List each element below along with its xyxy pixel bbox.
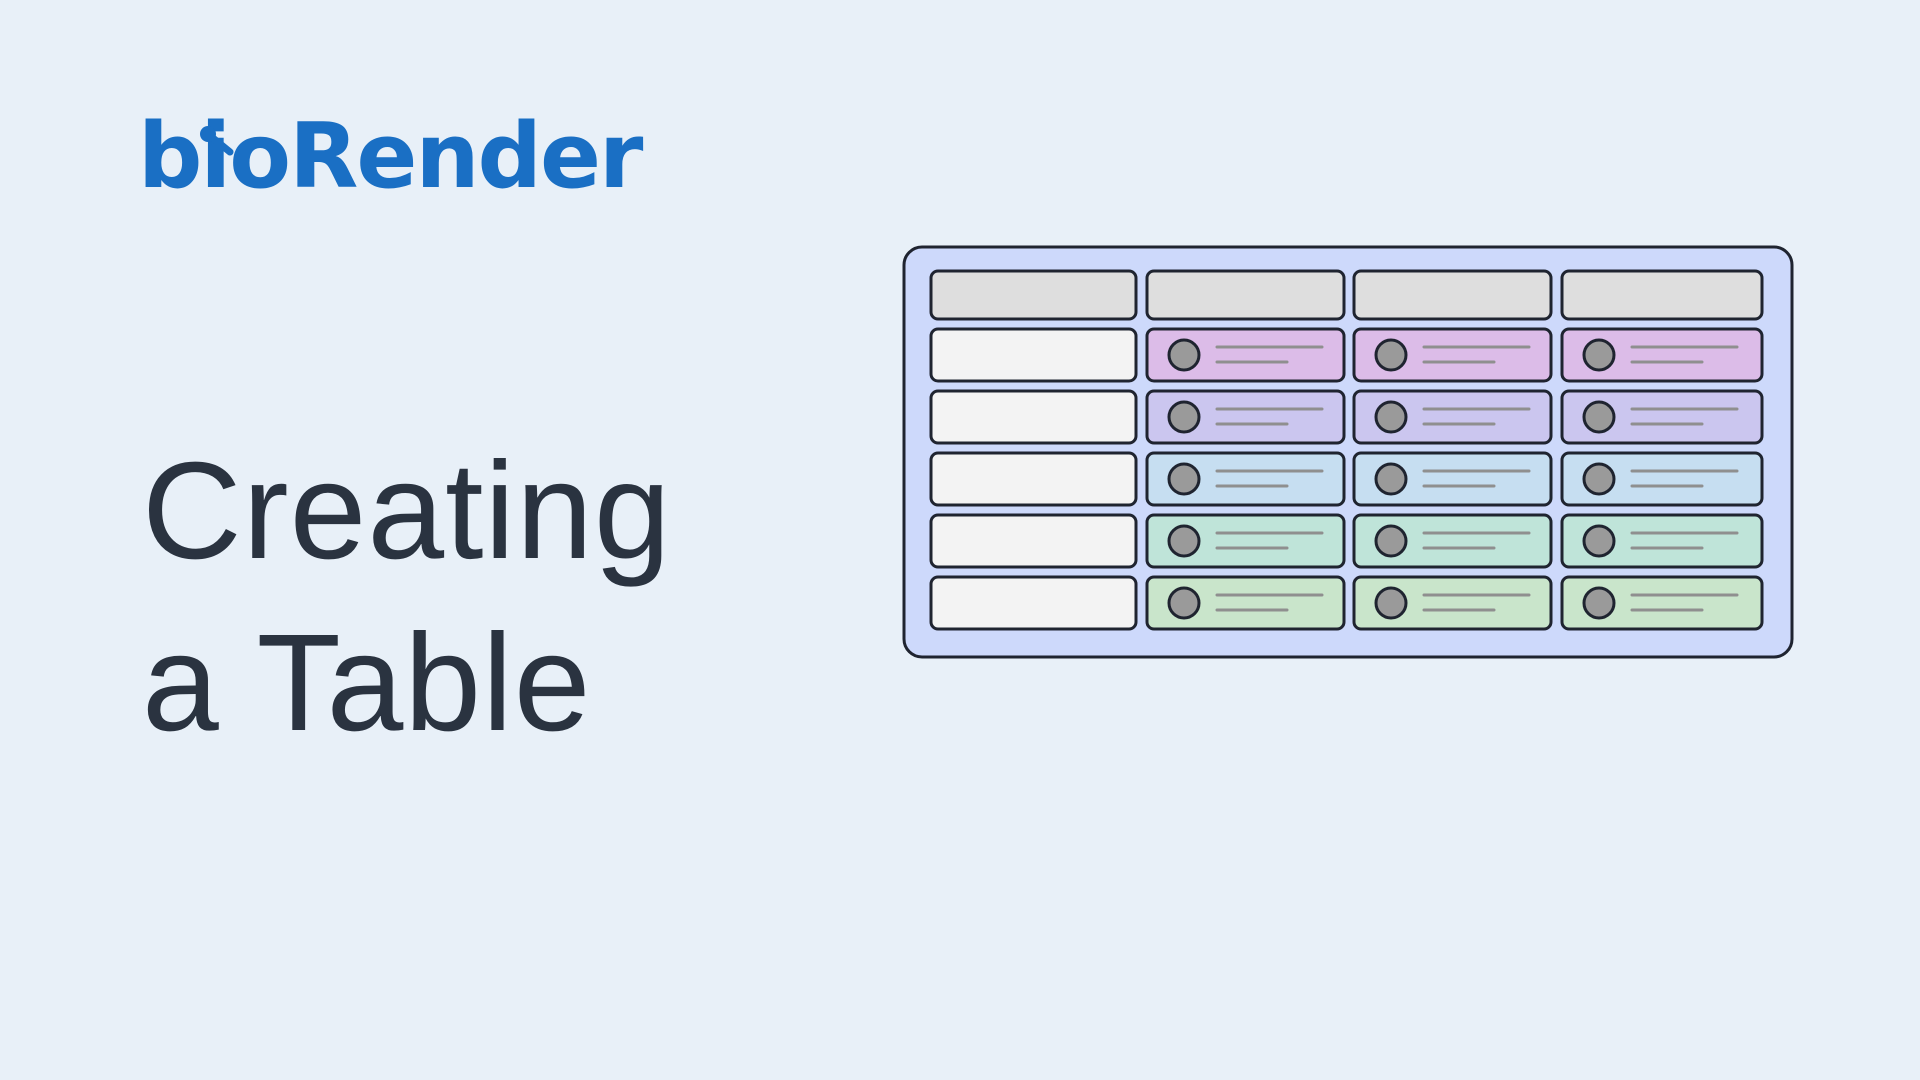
data-cell (1352, 327, 1553, 383)
circle-icon (1374, 462, 1408, 496)
circle-icon (1374, 524, 1408, 558)
table-illustration (902, 245, 1794, 659)
circle-icon (1167, 462, 1201, 496)
title-line-1: Creating (142, 434, 672, 588)
row-label-cell (929, 575, 1138, 631)
data-cell (1352, 575, 1553, 631)
data-cell (1560, 389, 1764, 445)
circle-icon (1582, 462, 1616, 496)
row-label-cell (929, 389, 1138, 445)
header-cell (929, 269, 1138, 321)
header-cell (1145, 269, 1346, 321)
data-cell (1560, 451, 1764, 507)
circle-icon (1167, 524, 1201, 558)
circle-icon (1374, 586, 1408, 620)
row-label-cell (929, 327, 1138, 383)
circle-icon (1582, 400, 1616, 434)
logo-text: bioRender (138, 104, 643, 209)
network-node-icon (200, 126, 234, 156)
row-label-cell (929, 451, 1138, 507)
data-cell (1560, 513, 1764, 569)
circle-icon (1167, 338, 1201, 372)
circle-icon (1582, 586, 1616, 620)
page-title: Creating a Table (142, 425, 672, 769)
header-cell (1352, 269, 1553, 321)
circle-icon (1582, 524, 1616, 558)
header-cell (1560, 269, 1764, 321)
data-cell (1352, 513, 1553, 569)
data-cell (1560, 575, 1764, 631)
data-cell (1560, 327, 1764, 383)
circle-icon (1167, 586, 1201, 620)
data-cell (1145, 513, 1346, 569)
data-cell (1352, 451, 1553, 507)
data-cell (1352, 389, 1553, 445)
title-line-2: a Table (142, 606, 592, 760)
data-cell (1145, 327, 1346, 383)
data-cell (1145, 451, 1346, 507)
row-label-cell (929, 513, 1138, 569)
circle-icon (1167, 400, 1201, 434)
circle-icon (1374, 400, 1408, 434)
data-cell (1145, 389, 1346, 445)
table-illustration-svg (902, 245, 1794, 659)
data-cell (1145, 575, 1346, 631)
circle-icon (1374, 338, 1408, 372)
circle-icon (1582, 338, 1616, 372)
biorender-logo: bioRender (138, 104, 643, 209)
